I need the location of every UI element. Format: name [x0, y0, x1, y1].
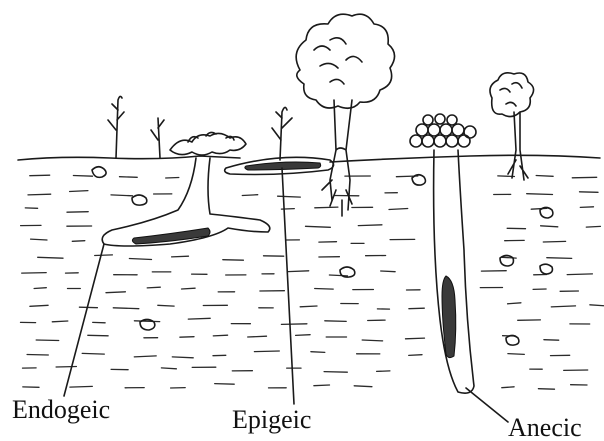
soil-dash — [36, 340, 59, 341]
soil-dash — [254, 351, 279, 352]
soil-dash — [538, 389, 554, 390]
soil-dash — [311, 352, 325, 353]
soil-dash — [329, 275, 347, 276]
soil-dash — [389, 209, 408, 210]
soil-dash — [306, 226, 331, 227]
soil-dash — [22, 273, 47, 274]
soil-dash — [70, 386, 92, 387]
soil-dash — [288, 271, 309, 272]
soil-dash — [158, 305, 174, 306]
soil-dash — [362, 340, 382, 341]
soil-dash — [527, 194, 553, 195]
soil-dash — [120, 177, 138, 178]
soil-dash — [567, 274, 592, 275]
soil-dash — [129, 259, 151, 260]
soil-dash — [508, 303, 521, 304]
grass-sprouts — [108, 96, 292, 160]
soil-dash — [324, 372, 347, 373]
soil-dash — [180, 337, 194, 338]
soil-surface-line — [18, 155, 600, 162]
soil-dash — [242, 195, 257, 196]
soil-dash — [248, 336, 267, 337]
soil-dash — [213, 335, 227, 336]
soil-dash — [281, 324, 307, 325]
label-epigeic: Epigeic — [232, 405, 311, 434]
soil-dash — [315, 289, 334, 290]
soil-dash — [147, 287, 160, 288]
soil-dash — [166, 178, 179, 179]
soil-dash — [551, 306, 575, 307]
soil-dash — [381, 271, 395, 272]
soil-dash — [56, 367, 76, 368]
soil-dash — [30, 305, 48, 306]
soil-dash — [547, 258, 572, 259]
soil-dash — [34, 288, 46, 289]
soil-dash — [325, 321, 346, 322]
soil-dash — [544, 340, 559, 341]
soil-dash — [161, 368, 176, 369]
soil-dash — [572, 177, 596, 178]
soil-dash — [82, 353, 104, 354]
soil-dash — [580, 192, 599, 193]
soil-dash — [586, 226, 600, 227]
soil-dash — [590, 305, 604, 306]
label-anecic: Anecic — [508, 413, 582, 441]
soil-texture — [21, 175, 604, 389]
soil-dash — [278, 196, 301, 197]
soil-dash — [215, 384, 235, 385]
soil-dash — [95, 255, 113, 256]
soil-dash — [502, 257, 516, 258]
soil-dash — [354, 386, 372, 387]
soil-dash — [172, 256, 189, 257]
soil-dash — [182, 288, 196, 289]
soil-dash — [406, 338, 425, 339]
soil-dash — [314, 385, 330, 386]
endogeic-worm — [132, 228, 210, 244]
soil-dash — [106, 292, 125, 293]
soil-dash — [409, 308, 424, 309]
tree-small — [490, 73, 534, 180]
soil-dash — [134, 356, 156, 357]
soil-dash — [377, 371, 390, 372]
soil-dash — [508, 354, 524, 355]
soil-dash — [28, 194, 51, 195]
soil-dash — [52, 321, 68, 322]
soil-dash — [134, 321, 159, 322]
soil-dash — [67, 212, 88, 213]
soil-dash — [300, 306, 317, 307]
leader-line-anecic — [466, 388, 508, 422]
soil-dash — [188, 318, 210, 319]
surface-casts-leaf-pile — [410, 114, 476, 147]
soil-dash — [502, 387, 514, 388]
soil-dash — [580, 207, 593, 208]
soil-dash — [111, 195, 133, 196]
soil-dash — [70, 191, 88, 192]
soil-dash — [79, 307, 97, 308]
leaf-litter-shrub — [170, 132, 246, 155]
soil-dash — [172, 357, 193, 358]
leader-line-endogeic — [64, 244, 104, 396]
tree-large — [296, 14, 394, 216]
soil-dash — [358, 225, 382, 226]
soil-dash — [409, 355, 422, 356]
soil-dash — [73, 176, 92, 177]
soil-dash — [543, 241, 565, 242]
soil-dash — [31, 239, 47, 240]
soil-dash — [88, 335, 108, 336]
soil-dash — [113, 308, 139, 309]
soil-dash — [296, 335, 311, 336]
soil-dash — [223, 260, 244, 261]
soil-dash — [536, 176, 553, 177]
soil-dash — [38, 257, 63, 258]
soil-dash — [72, 241, 85, 242]
soil-dash — [27, 355, 48, 356]
soil-dash — [541, 226, 558, 227]
soil-dash — [30, 175, 50, 176]
label-endogeic: Endogeic — [12, 395, 110, 424]
soil-dash — [315, 207, 338, 208]
